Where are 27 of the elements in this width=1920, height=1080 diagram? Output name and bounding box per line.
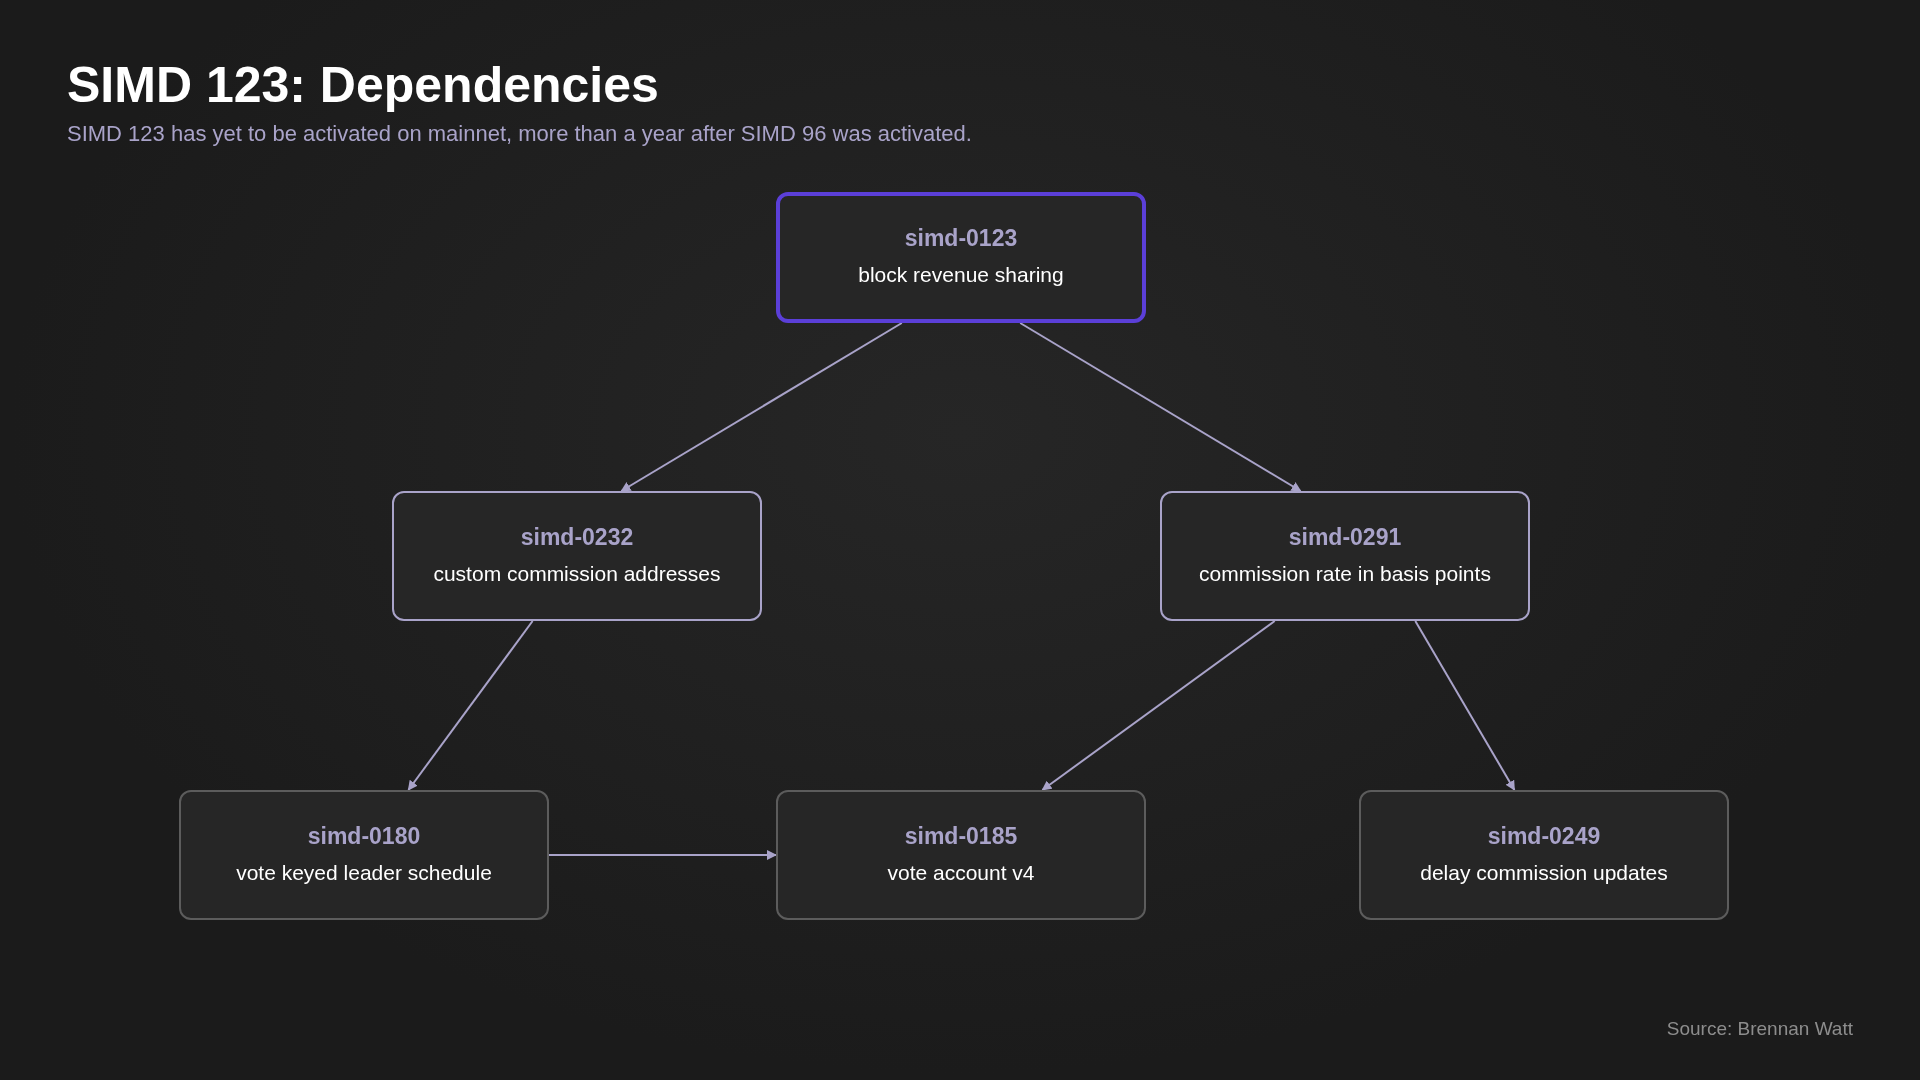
arrow xyxy=(548,850,777,860)
arrow xyxy=(620,322,903,492)
arrow xyxy=(1414,620,1516,791)
arrow xyxy=(1041,620,1276,791)
arrow xyxy=(1019,322,1302,492)
node-description: delay commission updates xyxy=(1420,859,1668,886)
node-id: simd-0123 xyxy=(904,225,1018,252)
node-description: custom commission addresses xyxy=(433,560,721,587)
node-description: vote keyed leader schedule xyxy=(236,859,492,886)
subtitle: SIMD 123 has yet to be activated on mainnet, more than a year after SIMD 96 was activated. xyxy=(67,121,972,147)
node-description: vote account v4 xyxy=(887,859,1035,886)
node-description: block revenue sharing xyxy=(858,262,1064,288)
node-id: simd-0291 xyxy=(1288,523,1402,551)
node-id: simd-0249 xyxy=(1487,822,1601,850)
node-id: simd-0232 xyxy=(520,523,634,551)
process-box xyxy=(1160,491,1530,621)
node-description: commission rate in basis points xyxy=(1199,560,1491,587)
node-id: simd-0180 xyxy=(307,822,421,850)
process-box xyxy=(1359,790,1729,920)
process-box xyxy=(392,491,762,621)
source-note: Source: Brennan Watt xyxy=(1666,1018,1853,1040)
process-box xyxy=(179,790,549,920)
arrow xyxy=(407,620,534,791)
title: SIMD 123: Dependencies xyxy=(67,56,659,114)
process-box xyxy=(776,790,1146,920)
process-box xyxy=(776,192,1146,323)
node-id: simd-0185 xyxy=(904,822,1018,850)
